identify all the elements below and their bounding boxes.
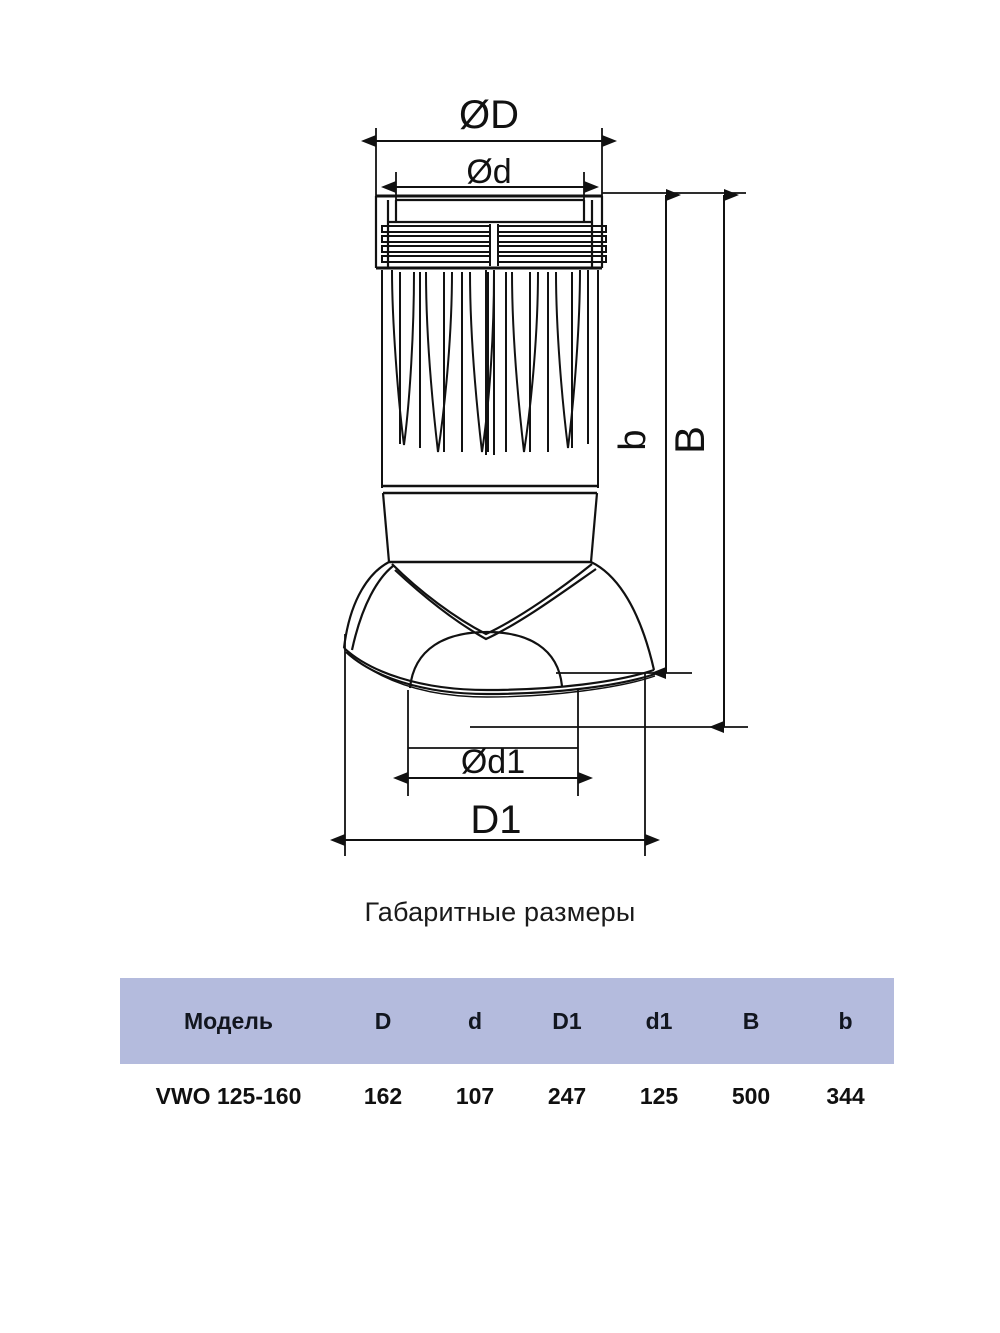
dimension-lines xyxy=(330,135,739,846)
turbine-blade-section xyxy=(381,269,599,488)
label-base-inner-diameter: Ød1 xyxy=(461,743,525,781)
flared-base-skirt xyxy=(342,561,656,698)
dimensions-table: Модель D d D1 d1 B b VWO 125-160 162 107… xyxy=(120,978,894,1128)
column-header-d1: d1 xyxy=(613,978,705,1064)
technical-drawing: ØD Ød b B Ød1 D1 xyxy=(330,93,748,856)
cell-B: 500 xyxy=(705,1064,797,1128)
cell-d1: 125 xyxy=(613,1064,705,1128)
label-body-height: b xyxy=(612,429,654,450)
label-outer-diameter: ØD xyxy=(459,93,519,137)
cell-b: 344 xyxy=(797,1064,894,1128)
column-header-B: B xyxy=(705,978,797,1064)
cell-D: 162 xyxy=(337,1064,429,1128)
column-header-b: b xyxy=(797,978,894,1064)
tapered-body xyxy=(381,492,599,564)
cell-model: VWO 125-160 xyxy=(120,1064,337,1128)
label-base-outer-diameter: D1 xyxy=(470,798,521,842)
louver-slats xyxy=(381,224,607,266)
column-header-D1: D1 xyxy=(521,978,613,1064)
label-inner-diameter: Ød xyxy=(466,153,511,191)
table-header-row: Модель D d D1 d1 B b xyxy=(120,978,894,1064)
body-band xyxy=(382,484,598,495)
cell-D1: 247 xyxy=(521,1064,613,1128)
label-total-height: B xyxy=(666,426,713,454)
cell-d: 107 xyxy=(429,1064,521,1128)
column-header-d: d xyxy=(429,978,521,1064)
column-header-D: D xyxy=(337,978,429,1064)
column-header-model: Модель xyxy=(120,978,337,1064)
page-title: Габаритные размеры xyxy=(364,897,636,927)
table-row: VWO 125-160 162 107 247 125 500 344 xyxy=(120,1064,894,1128)
